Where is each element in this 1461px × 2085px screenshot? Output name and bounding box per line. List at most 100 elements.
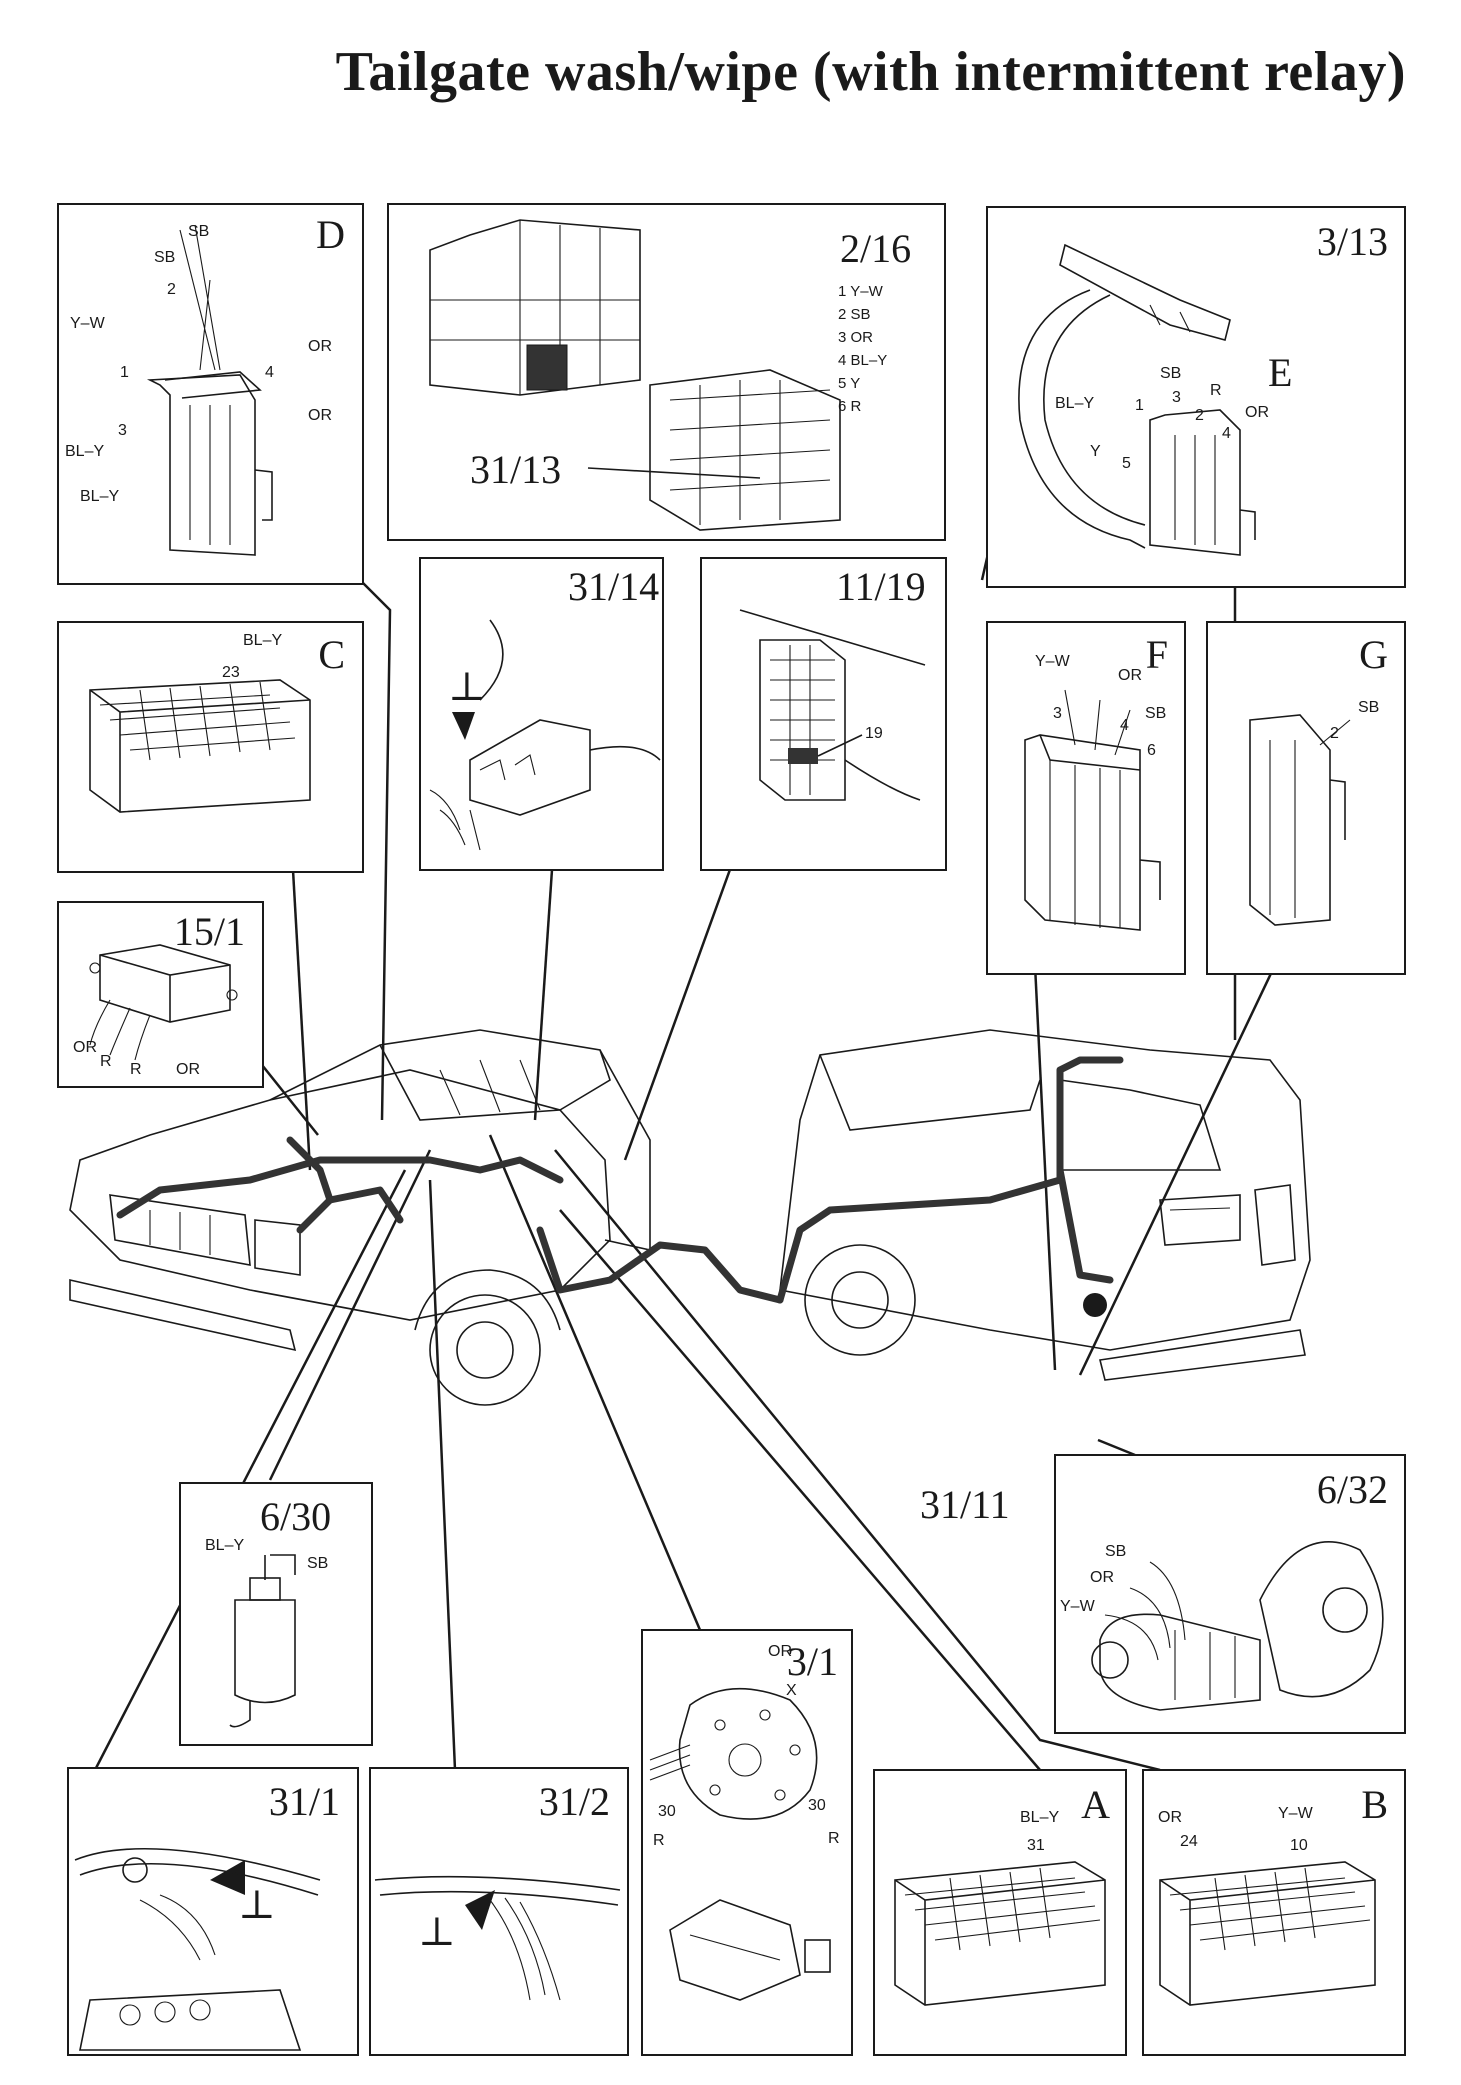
panel-31-14-heading: 31/14 (568, 564, 659, 609)
relay-module-drawing (89, 944, 238, 1061)
label: 3 (1053, 705, 1062, 722)
label: 3 (1172, 389, 1181, 406)
panel-11-19-heading: 11/19 (836, 564, 926, 609)
page-title: Tailgate wash/wipe (with intermittent re… (335, 41, 1406, 103)
label: Y–W (1278, 1805, 1314, 1822)
panel-b: B OR 24 Y–W 10 (1142, 1769, 1406, 2056)
label: SB (1160, 365, 1181, 382)
panel-a: A BL–Y 31 (873, 1769, 1127, 2056)
label: OR (73, 1039, 97, 1056)
label: SB (1105, 1543, 1126, 1560)
panel-6-32: 6/32 SB OR Y–W (1054, 1454, 1406, 1734)
car-rear-drawing (776, 1029, 1311, 1381)
label: OR (1158, 1809, 1182, 1826)
connector-f-drawing (1024, 689, 1161, 931)
washer-pump-drawing (229, 1554, 296, 1728)
label: SB (1145, 705, 1166, 722)
panel-6-30: 6/30 BL–Y SB (179, 1482, 373, 1746)
label: BL–Y (65, 443, 104, 460)
ground-point-drawing (429, 619, 661, 851)
label: 24 (1180, 1833, 1198, 1850)
connector-b-drawing (1159, 1861, 1376, 2006)
panel-d: D SB SB 2 Y–W 1 OR 4 OR 3 BL–Y BL–Y (57, 203, 364, 585)
relay-box-drawing (429, 219, 841, 531)
legend-item: 2 SB (838, 306, 871, 323)
panel-a-heading: A (1081, 1782, 1110, 1827)
label: 4 (1222, 425, 1231, 442)
label: OR (176, 1061, 200, 1078)
label: R (653, 1832, 665, 1849)
label: 10 (1290, 1837, 1308, 1854)
panel-15-1: 15/1 OR R R OR (57, 901, 264, 1088)
label: 3 (118, 422, 127, 439)
ground-symbol: ⊥ (418, 1909, 456, 1954)
panel-g: G SB 2 (1206, 621, 1406, 975)
label: OR (1090, 1569, 1114, 1586)
fuse-box-drawing (739, 609, 926, 801)
label: 23 (222, 664, 240, 681)
label: 31 (1027, 1837, 1045, 1854)
wiper-motor-drawing (1091, 1541, 1384, 1711)
connector-g-drawing (1249, 714, 1351, 926)
label: 2 (1195, 407, 1204, 424)
label: SB (1358, 699, 1379, 716)
battery-area-drawing (74, 1847, 321, 2051)
panel-e-heading: E (1268, 350, 1292, 395)
panel-31-1: 31/1 ⊥ (67, 1767, 359, 2056)
panel-3-1-heading: 3/1 (787, 1639, 838, 1684)
connector-a-drawing (894, 1861, 1106, 2006)
label: R (100, 1053, 112, 1070)
label: 1 (120, 364, 129, 381)
label: OR (1118, 667, 1142, 684)
panel-31-2-heading: 31/2 (539, 1779, 610, 1824)
panel-c-heading: C (318, 632, 345, 677)
legend-item: 4 BL–Y (838, 352, 887, 369)
label: 6 (1147, 742, 1156, 759)
label: 4 (265, 364, 274, 381)
label: 30 (808, 1797, 826, 1814)
label: BL–Y (1055, 395, 1094, 412)
panel-31-1-heading: 31/1 (269, 1779, 340, 1824)
panel-31-2: 31/2 ⊥ (369, 1767, 629, 2056)
label: 1 (1135, 397, 1144, 414)
stalk-switch-drawing (1018, 243, 1256, 556)
panel-6-32-heading: 6/32 (1317, 1467, 1388, 1512)
panel-f-heading: F (1146, 632, 1168, 677)
label: Y (1090, 443, 1101, 460)
label: SB (188, 223, 209, 240)
panel-f: F Y–W OR SB 3 4 6 (986, 621, 1186, 975)
panel-2-16-heading: 2/16 (840, 226, 911, 271)
ground-symbol: ⊥ (448, 664, 486, 709)
panel-3-1: 3/1 OR X 30 30 R R (641, 1629, 853, 2056)
label: SB (154, 249, 175, 266)
panel-g-heading: G (1359, 632, 1388, 677)
label: OR (308, 338, 332, 355)
car-front-drawing (69, 1029, 784, 1406)
panel-2-16-sublabel: 31/13 (470, 447, 561, 492)
ground-point-drawing (374, 1875, 621, 2001)
legend-item: 3 OR (838, 329, 873, 346)
label: 2 (167, 281, 176, 298)
legend-item: 6 R (838, 398, 862, 415)
label: 19 (865, 725, 883, 742)
label: BL–Y (243, 632, 282, 649)
panel-d-heading: D (316, 212, 345, 257)
legend-item: 5 Y (838, 375, 860, 392)
label: OR (768, 1643, 792, 1660)
panel-6-30-heading: 6/30 (260, 1494, 331, 1539)
label: R (130, 1061, 142, 1078)
ignition-switch-drawing (649, 1687, 831, 2001)
panel-11-19: 11/19 19 (700, 557, 947, 871)
panel-2-16: 2/16 1 Y–W 2 SB 3 OR 4 BL–Y 5 Y 6 R 31/1… (387, 203, 946, 541)
label: OR (1245, 404, 1269, 421)
label: 5 (1122, 455, 1131, 472)
label: R (1210, 382, 1222, 399)
label: R (828, 1830, 840, 1847)
panel-15-1-heading: 15/1 (174, 909, 245, 954)
label: Y–W (70, 315, 106, 332)
label: 30 (658, 1803, 676, 1820)
panel-c: C BL–Y 23 (57, 621, 364, 873)
label: X (786, 1682, 797, 1699)
label: BL–Y (80, 488, 119, 505)
label: Y–W (1060, 1598, 1096, 1615)
